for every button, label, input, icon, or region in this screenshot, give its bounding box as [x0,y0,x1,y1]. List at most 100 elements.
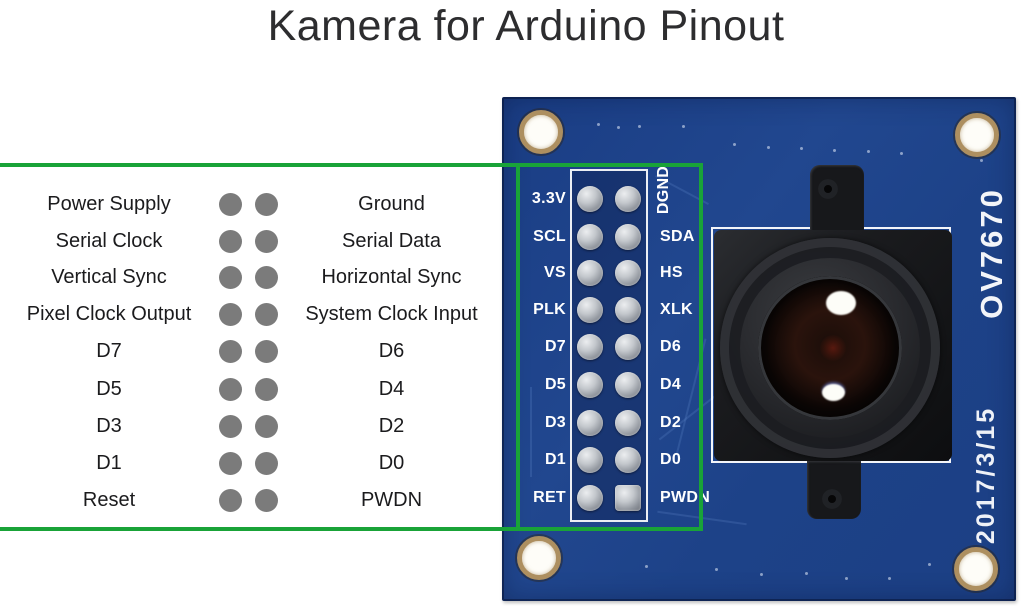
board-pin-label-left: 3.3V [531,190,566,207]
pin-dot-icon [219,230,242,253]
header-pin [615,372,641,398]
pin-function-right: Horizontal Sync [321,266,462,288]
silkscreen-dot [800,147,803,150]
lens-mount-screw-hole [822,489,842,509]
board-pin-label-left: VS [544,264,566,281]
lens-mount-tab [810,165,864,233]
board-pin-label-left: RET [533,489,566,506]
legend-row: Vertical Sync Horizontal Sync [0,259,505,296]
pin-dot-icon [255,303,278,326]
pin-function-left: Pixel Clock Output [26,303,192,325]
legend-dot-pair [218,489,278,512]
header-pin [615,485,641,511]
header-pin [577,447,603,473]
silkscreen-dot [980,159,983,162]
header-pin [577,186,603,212]
lens-ir-reflection [820,335,846,361]
circuit-trace [530,387,532,477]
board-pin-label-right: D6 [660,338,682,355]
board-pin-label-left: D1 [544,451,566,468]
silkscreen-dot [900,152,903,155]
pin-dot-icon [219,415,242,438]
board-pin-label-right: D4 [660,376,682,393]
header-pin [615,186,641,212]
pin-dot-icon [219,452,242,475]
legend-row: D7 D6 [0,333,505,370]
lens-highlight [826,291,856,315]
lens-mount-screw-hole [818,179,838,199]
pin-dot-icon [255,193,278,216]
header-pin [615,260,641,286]
pin-dot-icon [255,266,278,289]
pin-dot-icon [255,489,278,512]
header-pin [615,447,641,473]
pin-dot-icon [255,415,278,438]
silkscreen-dot [845,577,848,580]
board-date-label: 2017/3/15 [972,405,1000,545]
pin-function-right: D0 [378,452,405,474]
pin-function-left: Power Supply [47,193,171,215]
page-title: Kamera for Arduino Pinout [267,2,785,50]
header-pin [577,410,603,436]
pin-function-left: D1 [96,452,122,474]
silkscreen-dot [733,143,736,146]
pin-dot-icon [219,303,242,326]
pin-function-right: Serial Data [342,230,441,252]
mounting-hole [955,113,999,157]
board-pin-label-right: DGND [655,165,672,215]
pin-dot-icon [219,489,242,512]
board-pin-label-left: D5 [544,376,566,393]
pin-dot-icon [219,378,242,401]
pin-function-left: Vertical Sync [51,266,167,288]
board-pin-label-right: HS [660,264,683,281]
legend-dot-pair [218,340,278,363]
header-pin [577,297,603,323]
header-pin [615,410,641,436]
board-pin-label-left: D7 [544,338,566,355]
pin-dot-icon [255,378,278,401]
board-pin-label-right: D2 [660,414,682,431]
silkscreen-dot [767,146,770,149]
header-pin [615,224,641,250]
mounting-hole [517,536,561,580]
board-pin-label-left: D3 [544,414,566,431]
legend-dot-pair [218,378,278,401]
header-pin [615,334,641,360]
legend-dot-pair [218,303,278,326]
board-pin-label-left: PLK [533,301,566,318]
pin-dot-icon [255,452,278,475]
pin-dot-icon [219,340,242,363]
pin-function-right: D4 [378,378,405,400]
pin-function-left: D3 [96,415,122,437]
pin-dot-icon [219,266,242,289]
board-pin-label-right: PWDN [660,489,711,506]
pin-function-right: D2 [378,415,405,437]
board-pin-label-right: D0 [660,451,682,468]
legend-dot-pair [218,452,278,475]
silkscreen-dot [645,565,648,568]
pin-function-left: D7 [96,340,122,362]
silkscreen-dot [715,568,718,571]
legend-row: D5 D4 [0,371,505,408]
pin-function-left: D5 [96,378,122,400]
pin-dot-icon [219,193,242,216]
silkscreen-dot [833,149,836,152]
legend-dot-pair [218,230,278,253]
board-pin-label-left: SCL [533,228,566,245]
legend-dot-pair [218,266,278,289]
header-pin [577,260,603,286]
pin-function-right: PWDN [360,489,423,511]
board-pin-label-right: XLK [660,301,693,318]
pin-function-right: D6 [378,340,405,362]
legend-row: D3 D2 [0,408,505,445]
silkscreen-dot [597,123,600,126]
silkscreen-dot [805,572,808,575]
header-pin [577,372,603,398]
legend-dot-pair [218,415,278,438]
